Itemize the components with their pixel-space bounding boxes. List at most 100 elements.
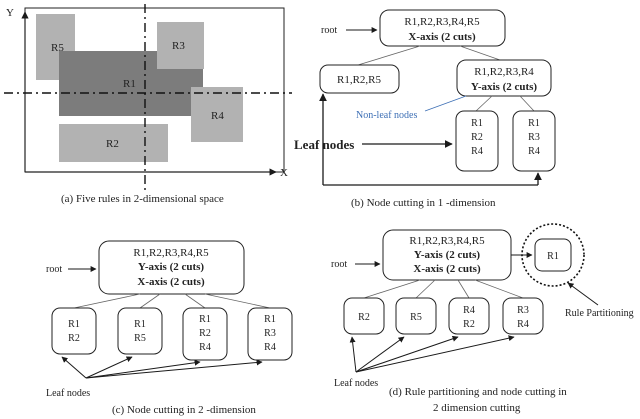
nonleaf-nodes-label: Non-leaf nodes xyxy=(356,110,417,121)
panel-b: root R1,R2,R3,R4,R5 X-axis (2 cuts) R1,R… xyxy=(294,9,556,209)
root-label-b: root xyxy=(321,25,337,36)
edge-c-leaf4 xyxy=(204,293,271,309)
root-cut2-d: X-axis (2 cuts) xyxy=(413,263,481,275)
leaf4-d-r2: R4 xyxy=(517,319,529,330)
leaf3-node-d xyxy=(448,297,490,335)
leaf-arrow-c-3 xyxy=(85,359,201,379)
leaf2-node-b xyxy=(512,110,556,172)
edge-b-right-leaf2 xyxy=(519,95,535,112)
leaf-arrow-d-2 xyxy=(355,336,405,373)
left-node-b-text: R1,R2,R5 xyxy=(337,74,382,86)
caption-c: (c) Node cutting in 2 -dimension xyxy=(112,404,256,416)
edge-d-leaf4 xyxy=(474,279,524,299)
caption-a: (a) Five rules in 2-dimensional space xyxy=(61,193,224,205)
root-cut2-c: X-axis (2 cuts) xyxy=(137,276,205,288)
panel-d: root R1,R2,R3,R4,R5 Y-axis (2 cuts) X-ax… xyxy=(331,223,634,414)
leaf-arrow-d-4 xyxy=(355,335,515,373)
leaf3-d-r1: R4 xyxy=(463,305,475,316)
leaf1-node-d xyxy=(343,297,385,335)
leaf-arrow-c-1 xyxy=(61,356,87,379)
root-node-c xyxy=(98,240,245,295)
edge-d-leaf3 xyxy=(457,279,470,299)
nonleaf-pointer xyxy=(424,95,467,112)
rule-r3-label: R3 xyxy=(172,40,185,52)
y-axis-label: Y xyxy=(6,7,14,19)
root-cut1-d: Y-axis (2 cuts) xyxy=(414,249,481,261)
leaf-arrow-c-4 xyxy=(85,359,263,379)
rule-r1-label: R1 xyxy=(123,78,136,90)
right-node-b-cut: Y-axis (2 cuts) xyxy=(471,81,538,93)
rule-r2-box xyxy=(59,124,168,162)
caption-d-line2: 2 dimension cutting xyxy=(433,402,521,414)
leaf-arrow-d-3 xyxy=(355,335,459,373)
leaf2-d-r1: R5 xyxy=(410,312,422,323)
leaf2-c-r1: R1 xyxy=(134,319,146,330)
leaf4-c-r2: R3 xyxy=(264,328,276,339)
rule-r3-box xyxy=(157,22,204,69)
leaf2-c-r2: R5 xyxy=(134,333,146,344)
leaf-nodes-label-c: Leaf nodes xyxy=(46,388,90,399)
leaf3-c-r2: R2 xyxy=(199,328,211,339)
rule-r4-box xyxy=(191,87,243,142)
root-label-c: root xyxy=(46,264,62,275)
left-node-b xyxy=(319,64,400,94)
edge-b-root-left xyxy=(357,45,421,66)
root-rules-c: R1,R2,R3,R4,R5 xyxy=(133,247,209,259)
partition-label: Rule Partitioning xyxy=(565,308,634,319)
edge-d-leaf2 xyxy=(415,279,436,299)
panel-a: Y X R5 R3 R1 R4 R2 (a) Five rules in 2-d… xyxy=(4,4,292,205)
edge-c-leaf3 xyxy=(184,293,206,309)
leaf2-node-c xyxy=(117,307,163,355)
partition-label-pointer xyxy=(567,282,599,306)
leaf3-c-r1: R1 xyxy=(199,314,211,325)
leaf1-c-r1: R1 xyxy=(68,319,80,330)
edge-c-leaf2 xyxy=(139,293,161,309)
caption-b: (b) Node cutting in 1 -dimension xyxy=(351,197,496,209)
rule-r5-label: R5 xyxy=(51,42,64,54)
leaf1-node-c xyxy=(51,307,97,355)
edge-b-root-right xyxy=(459,45,501,61)
leaf2-b-r2: R3 xyxy=(528,132,540,143)
leaf2-b-r1: R1 xyxy=(528,118,540,129)
root-label-d: root xyxy=(331,259,347,270)
leaf4-c-r1: R1 xyxy=(264,314,276,325)
leaf1-b-r3: R4 xyxy=(471,146,483,157)
leaf1-c-r2: R2 xyxy=(68,333,80,344)
partition-node-text: R1 xyxy=(547,251,559,262)
partition-node xyxy=(534,238,572,272)
leaf3-d-r2: R2 xyxy=(463,319,475,330)
leaf1-d-r1: R2 xyxy=(358,312,370,323)
leaf2-b-r3: R4 xyxy=(528,146,540,157)
root-cut1-c: Y-axis (2 cuts) xyxy=(138,261,205,273)
panel-c: root R1,R2,R3,R4,R5 Y-axis (2 cuts) X-ax… xyxy=(46,240,293,416)
leaf3-node-c xyxy=(182,307,228,361)
edge-b-right-leaf1 xyxy=(475,95,493,112)
leaf2-node-d xyxy=(395,297,437,335)
leaf1-b-r2: R2 xyxy=(471,132,483,143)
leaf-nodes-label-b: Leaf nodes xyxy=(294,137,354,152)
leaf1-b-r1: R1 xyxy=(471,118,483,129)
leaf-nodes-label-d: Leaf nodes xyxy=(334,378,378,389)
rule-r2-label: R2 xyxy=(106,138,119,150)
edge-c-leaf1 xyxy=(73,293,141,309)
partition-circle xyxy=(521,223,585,287)
leaf3-c-r3: R4 xyxy=(199,342,211,353)
leaf-arrow-d-1 xyxy=(349,336,357,373)
x-axis-label: X xyxy=(280,167,288,179)
leaf4-node-c xyxy=(247,307,293,361)
root-rules-b: R1,R2,R3,R4,R5 xyxy=(404,16,480,28)
edge-d-leaf1 xyxy=(363,279,421,299)
right-node-b xyxy=(456,59,552,97)
leaf1-node-b xyxy=(455,110,499,172)
caption-d-line1: (d) Rule partitioning and node cutting i… xyxy=(389,386,567,398)
root-node-b xyxy=(379,9,506,47)
leaf-arrow-c-2 xyxy=(85,356,133,379)
root-rules-d: R1,R2,R3,R4,R5 xyxy=(409,235,485,247)
leaf4-d-r1: R3 xyxy=(517,305,529,316)
root-cut-b: X-axis (2 cuts) xyxy=(408,31,476,43)
leaf4-c-r3: R4 xyxy=(264,342,276,353)
right-node-b-rules: R1,R2,R3,R4 xyxy=(474,66,534,78)
rule-r4-label: R4 xyxy=(211,110,224,122)
